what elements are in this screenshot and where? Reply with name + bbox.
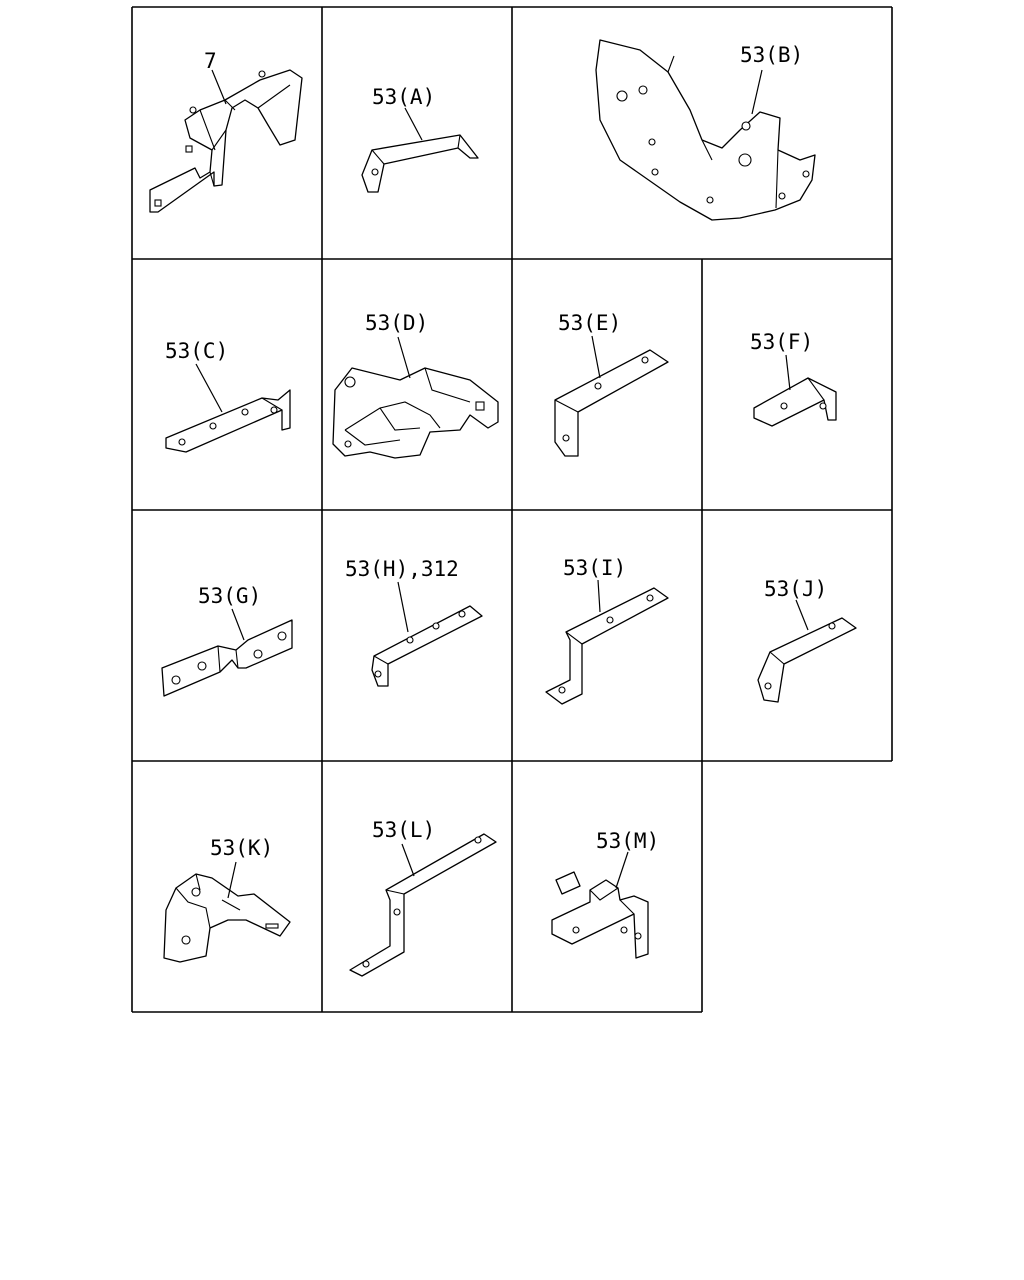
part-53-b: 53(B) [595, 39, 816, 221]
label-53-j: 53(J) [764, 577, 827, 601]
part-53-h: 53(H),312 [345, 557, 483, 687]
part-53-c: 53(C) [165, 339, 291, 453]
part-7: 7 [149, 49, 303, 213]
label-53-a: 53(A) [372, 85, 435, 109]
part-53-k: 53(K) [163, 836, 291, 963]
part-53-f: 53(F) [750, 330, 837, 427]
label-7: 7 [204, 49, 217, 73]
label-53-i: 53(I) [563, 556, 626, 580]
label-53-e: 53(E) [558, 311, 621, 335]
part-53-i: 53(I) [545, 556, 669, 705]
part-53-m: 53(M) [551, 829, 659, 959]
label-53-l: 53(L) [372, 818, 435, 842]
label-53-m: 53(M) [596, 829, 659, 853]
part-53-g: 53(G) [161, 584, 293, 697]
part-53-l: 53(L) [349, 818, 497, 977]
part-53-e: 53(E) [554, 311, 669, 457]
label-53-k: 53(K) [210, 836, 273, 860]
label-53-h-312: 53(H),312 [345, 557, 459, 581]
label-53-c: 53(C) [165, 339, 228, 363]
label-53-d: 53(D) [365, 311, 428, 335]
label-53-g: 53(G) [198, 584, 261, 608]
part-53-d: 53(D) [332, 311, 499, 459]
label-53-f: 53(F) [750, 330, 813, 354]
label-53-b: 53(B) [740, 43, 803, 67]
part-53-a: 53(A) [361, 85, 479, 193]
part-53-j: 53(J) [757, 577, 857, 703]
diagram-grid [131, 6, 893, 1013]
